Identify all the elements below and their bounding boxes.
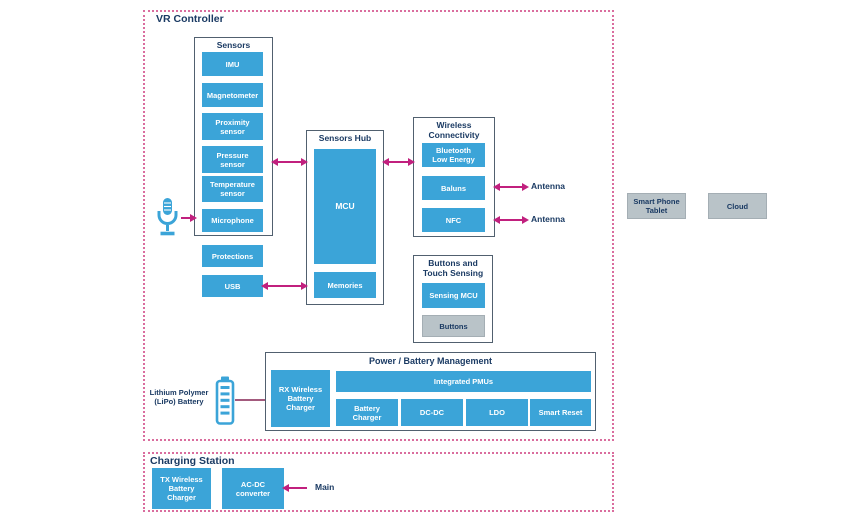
block-pressure-sensor-label: Pressure sensor <box>216 150 249 169</box>
block-integrated-pmus: Integrated PMUs <box>336 371 591 392</box>
lipo-battery-label: Lithium Polymer (LiPo) Battery <box>149 388 209 406</box>
block-cloud-label: Cloud <box>726 201 749 211</box>
block-rx-wireless-battery-charger: RX Wireless Battery Charger <box>271 370 330 427</box>
main-label: Main <box>315 482 335 492</box>
block-usb-label: USB <box>224 281 241 291</box>
vr-controller-label: VR Controller <box>156 13 224 25</box>
block-ac-dc-converter-label: AC-DC converter <box>235 479 271 498</box>
block-protections-label: Protections <box>211 251 254 261</box>
block-ldo: LDO <box>466 399 528 426</box>
buttons-touch-title: Buttons and Touch Sensing <box>422 258 484 278</box>
block-baluns: Baluns <box>422 176 485 200</box>
block-temperature-sensor-label: Temperature sensor <box>210 180 255 198</box>
block-bluetooth-low-energy-label: Bluetooth Low Energy <box>432 146 475 164</box>
block-smartphone-tablet: Smart Phone Tablet <box>627 193 686 219</box>
block-rx-wireless-battery-charger-label: RX Wireless Battery Charger <box>278 385 323 412</box>
baluns-to-antenna-arrow <box>493 183 529 191</box>
block-smartphone-tablet-label: Smart Phone Tablet <box>633 197 680 215</box>
mic-to-sensors-arrow <box>181 214 197 222</box>
block-mcu: MCU <box>314 149 376 264</box>
nfc-to-antenna-arrow <box>493 216 529 224</box>
block-memories-label: Memories <box>327 280 363 290</box>
block-microphone-label: Microphone <box>211 216 254 225</box>
block-dc-dc-label: DC-DC <box>419 408 445 417</box>
block-ldo-label: LDO <box>489 408 505 417</box>
block-buttons-label: Buttons <box>439 321 468 331</box>
block-battery-charger-label: Battery Charger <box>352 403 382 422</box>
charging-station-boundary <box>143 452 614 512</box>
block-dc-dc: DC-DC <box>401 399 463 426</box>
battery-to-power-line <box>235 399 265 401</box>
block-ac-dc-converter: AC-DC converter <box>222 468 284 509</box>
hub-to-wireless-arrow <box>382 158 415 166</box>
block-smart-reset-label: Smart Reset <box>538 408 583 417</box>
block-bluetooth-low-energy: Bluetooth Low Energy <box>422 143 485 167</box>
block-memories: Memories <box>314 272 376 298</box>
main-to-acdc-arrow <box>282 484 307 492</box>
block-buttons: Buttons <box>422 315 485 337</box>
block-tx-wireless-battery-charger: TX Wireless Battery Charger <box>152 468 211 509</box>
block-microphone: Microphone <box>202 209 263 232</box>
antenna-label-2: Antenna <box>531 214 565 224</box>
block-sensing-mcu-label: Sensing MCU <box>429 291 478 300</box>
power-title: Power / Battery Management <box>368 356 493 366</box>
wireless-title: Wireless Connectivity <box>428 120 480 140</box>
block-magnetometer: Magnetometer <box>202 83 263 107</box>
sensors-hub-title: Sensors Hub <box>318 133 372 143</box>
block-tx-wireless-battery-charger-label: TX Wireless Battery Charger <box>160 475 203 502</box>
block-smart-reset: Smart Reset <box>530 399 591 426</box>
block-integrated-pmus-label: Integrated PMUs <box>433 377 494 386</box>
battery-icon <box>215 376 235 425</box>
sensors-to-hub-arrow <box>271 158 308 166</box>
block-proximity-sensor: Proximity sensor <box>202 113 263 140</box>
block-protections: Protections <box>202 245 263 267</box>
microphone-icon <box>154 197 181 239</box>
block-nfc: NFC <box>422 208 485 232</box>
block-proximity-sensor-label: Proximity sensor <box>215 117 250 136</box>
block-imu-label: IMU <box>225 59 240 69</box>
vr-controller-boundary <box>143 10 614 441</box>
block-temperature-sensor: Temperature sensor <box>202 176 263 202</box>
block-usb: USB <box>202 275 263 297</box>
sensors-title: Sensors <box>216 40 251 50</box>
block-nfc-label: NFC <box>445 215 462 225</box>
block-sensing-mcu: Sensing MCU <box>422 283 485 308</box>
block-mcu-label: MCU <box>335 201 355 212</box>
block-battery-charger: Battery Charger <box>336 399 398 426</box>
usb-to-hub-arrow <box>261 282 308 290</box>
antenna-label-1: Antenna <box>531 181 565 191</box>
block-pressure-sensor: Pressure sensor <box>202 146 263 173</box>
block-imu: IMU <box>202 52 263 76</box>
block-baluns-label: Baluns <box>440 183 466 193</box>
charging-station-label: Charging Station <box>150 455 235 467</box>
block-magnetometer-label: Magnetometer <box>206 90 259 100</box>
block-cloud: Cloud <box>708 193 767 219</box>
